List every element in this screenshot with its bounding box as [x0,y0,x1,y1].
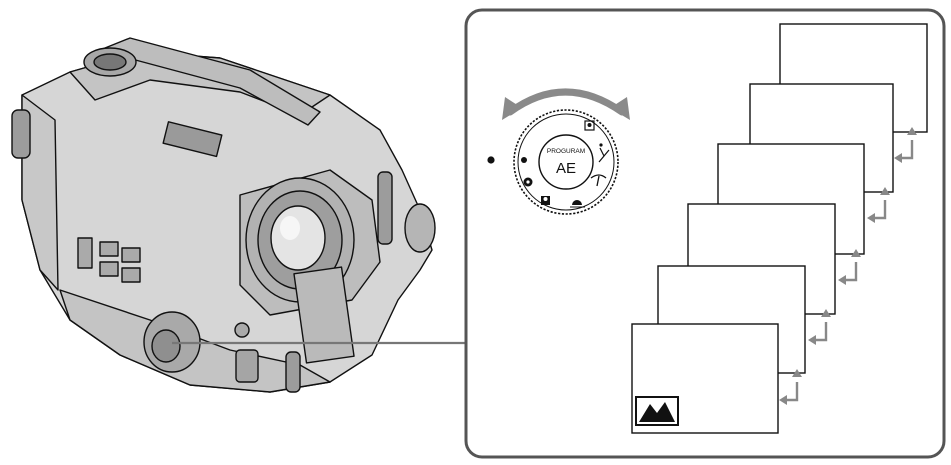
dial-soft-portrait-icon [584,120,595,131]
dial-main-label: AE [556,160,576,177]
step-arrow-head [779,395,787,405]
dial-soft-portrait-icon [587,123,592,127]
step-arrow [873,200,887,220]
side-knob [404,203,436,253]
grip-strap [377,171,393,245]
control-button [99,241,119,257]
step-arrow-head [821,309,831,317]
control-button [121,247,141,263]
side-strap [11,109,31,159]
camera-program-dial-center [151,329,181,363]
step-arrow [900,140,914,160]
lens-highlight [280,216,300,240]
mode-step-arrows [779,127,917,405]
lens-glass [270,205,326,271]
control-button [121,267,141,283]
step-arrow [844,262,858,282]
cassette-lid [293,266,355,364]
step-arrow-head [867,213,875,223]
step-arrow-head [838,275,846,285]
dial-position-mark [521,157,527,163]
camcorder-handle-slot [162,121,223,158]
mode-frame-outline [631,323,779,434]
dial-top-label: PROGURAM [547,148,585,155]
step-arrow-head [894,153,902,163]
dial-auto-icon [526,180,530,184]
side-switch [235,349,259,383]
dial-sunset-icon [572,200,582,205]
step-arrow-head [792,369,802,377]
step-arrow-head [808,335,816,345]
landscape-icon [635,396,679,426]
program-ae-dial: PROGURAM AE [487,88,630,215]
rotation-arrow-head-right [610,97,630,120]
control-button [77,237,93,269]
step-arrow-head [907,127,917,135]
rotation-arrow-head-left [502,97,522,120]
dial-spotlight-icon [543,197,548,201]
camcorder-illustration [11,37,436,393]
rotation-arrow [506,88,626,116]
control-button [99,261,119,277]
dial-palm-icon [590,174,607,187]
dial-index-mark [487,156,495,164]
camcorder-side-panel [21,94,59,291]
step-arrow [785,382,799,402]
dial-center [538,134,594,190]
grip-strap [285,351,301,393]
step-arrow [814,322,828,342]
dial-golfer-icon [598,147,610,163]
step-arrow-head [851,249,861,257]
camcorder-handle [99,37,321,126]
mode-frame-landscape [631,323,779,434]
dial-golfer-icon [599,143,603,147]
step-arrow-head [880,187,890,195]
viewfinder-eyecup-inner [93,53,127,71]
small-knob [234,322,250,338]
